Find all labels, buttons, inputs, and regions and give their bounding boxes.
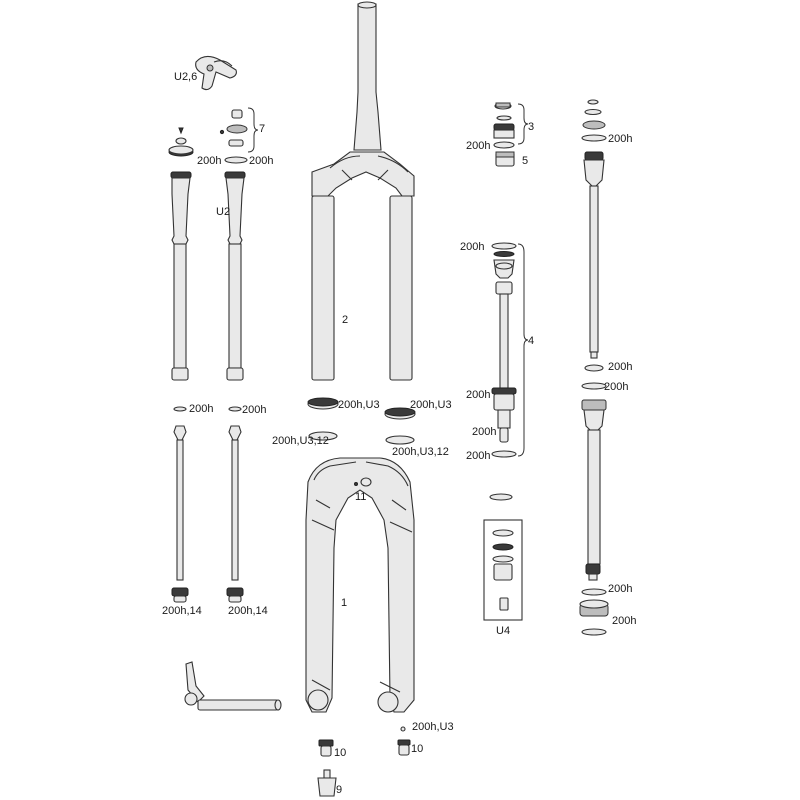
right-top-cap-stack bbox=[219, 109, 248, 164]
bracket-7 bbox=[247, 107, 259, 153]
service-kit-u4 bbox=[483, 493, 523, 621]
remote-lever bbox=[195, 55, 237, 91]
label-200h-left-cap: 200h bbox=[197, 155, 221, 167]
label-200h-rod-top: 200h bbox=[608, 133, 632, 145]
dropout-washer bbox=[400, 726, 406, 732]
label-4: 4 bbox=[528, 335, 534, 347]
label-1: 1 bbox=[341, 597, 347, 609]
label-200h-left-rod: 200h bbox=[189, 403, 213, 415]
lower-leg-casting bbox=[305, 457, 415, 713]
label-seal-right: 200h,U3 bbox=[410, 399, 452, 411]
left-dust-seal bbox=[307, 397, 339, 441]
label-dropout: 200h,U3 bbox=[412, 721, 454, 733]
label-ring-right: 200h,U3,12 bbox=[392, 446, 449, 458]
label-200h-right-cap: 200h bbox=[249, 155, 273, 167]
label-200h-3: 200h bbox=[466, 140, 490, 152]
left-rod-assembly bbox=[171, 406, 189, 603]
label-5: 5 bbox=[522, 155, 528, 167]
label-200h-damper-low: 200h bbox=[472, 426, 496, 438]
right-foot-nut-10 bbox=[397, 739, 411, 756]
rebound-rod-upper bbox=[581, 99, 607, 359]
label-foot-right: 200h,14 bbox=[228, 605, 268, 617]
label-200h-rod-mid1: 200h bbox=[608, 361, 632, 373]
label-7: 7 bbox=[259, 123, 265, 135]
label-200h-damper-mid: 200h bbox=[466, 389, 490, 401]
label-u2: U2 bbox=[216, 206, 230, 218]
label-200h-rod-bot2: 200h bbox=[612, 615, 636, 627]
label-seal-left: 200h,U3 bbox=[338, 399, 380, 411]
right-dust-seal bbox=[384, 407, 416, 445]
bracket-3 bbox=[517, 103, 529, 145]
label-200h-right-rod: 200h bbox=[242, 404, 266, 416]
label-200h-rod-bot1: 200h bbox=[608, 583, 632, 595]
label-u26: U2,6 bbox=[174, 71, 197, 83]
bracket-4 bbox=[517, 243, 529, 457]
label-ring-left: 200h,U3,12 bbox=[272, 435, 329, 447]
label-200h-damper-top: 200h bbox=[460, 241, 484, 253]
rebound-knob-9 bbox=[317, 769, 337, 797]
label-10-right: 10 bbox=[411, 743, 423, 755]
label-u4: U4 bbox=[496, 625, 510, 637]
label-10-left: 10 bbox=[334, 747, 346, 759]
label-9: 9 bbox=[336, 784, 342, 796]
right-rod-assembly bbox=[226, 406, 244, 603]
label-200h-damper-bot: 200h bbox=[466, 450, 490, 462]
label-11: 11 bbox=[355, 491, 366, 503]
left-foot-nut-10 bbox=[318, 739, 334, 757]
label-foot-left: 200h,14 bbox=[162, 605, 202, 617]
left-air-spring bbox=[170, 171, 192, 381]
damper-cartridge bbox=[491, 242, 517, 458]
label-2: 2 bbox=[342, 314, 348, 326]
left-top-cap-stack bbox=[168, 127, 194, 157]
bleed-fitting-11 bbox=[354, 477, 372, 487]
right-internals-upper bbox=[224, 171, 246, 381]
rebound-rod-lower bbox=[579, 364, 609, 636]
label-200h-rod-mid2: 200h bbox=[604, 381, 628, 393]
crown-steerer-assembly bbox=[311, 1, 415, 381]
label-3: 3 bbox=[528, 121, 534, 133]
damper-top-cap-stack bbox=[493, 102, 515, 167]
thru-axle bbox=[184, 661, 282, 711]
